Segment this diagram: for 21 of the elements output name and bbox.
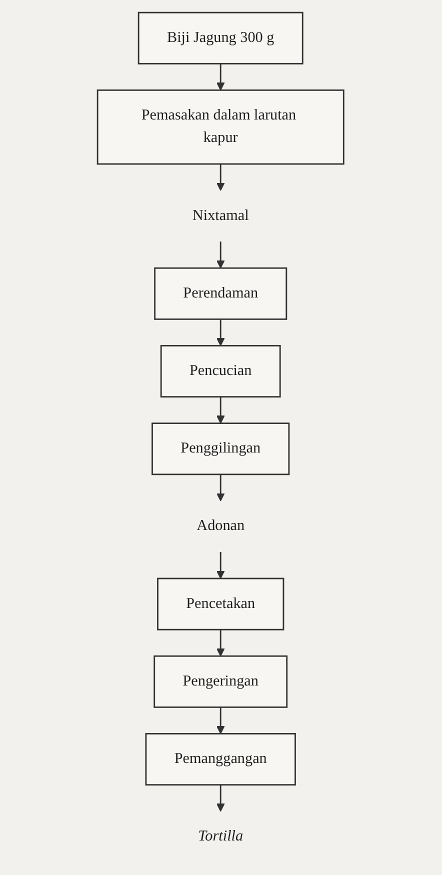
arrow xyxy=(216,707,226,734)
arrow xyxy=(216,396,226,424)
node-box: Pencucian xyxy=(160,344,282,398)
node-text: Adonan xyxy=(197,518,245,534)
arrow xyxy=(216,474,226,502)
arrow xyxy=(216,784,226,812)
arrow xyxy=(216,319,226,346)
node-box: Pengeringan xyxy=(154,655,288,708)
node-box: Pemanggangan xyxy=(146,733,296,786)
arrow xyxy=(216,242,226,268)
node-box: Pemasakan dalam larutan kapur xyxy=(97,89,345,165)
node-box: Biji Jagung 300 g xyxy=(138,12,304,64)
arrow xyxy=(216,630,226,656)
node-box: Penggilingan xyxy=(152,422,290,476)
node-box: Pencetakan xyxy=(157,578,285,630)
node-text: Nixtamal xyxy=(192,208,250,224)
arrow xyxy=(216,552,226,579)
node-text: Tortilla xyxy=(198,828,244,844)
arrow xyxy=(216,64,226,91)
arrow xyxy=(216,164,226,191)
node-box: Perendaman xyxy=(154,267,288,320)
